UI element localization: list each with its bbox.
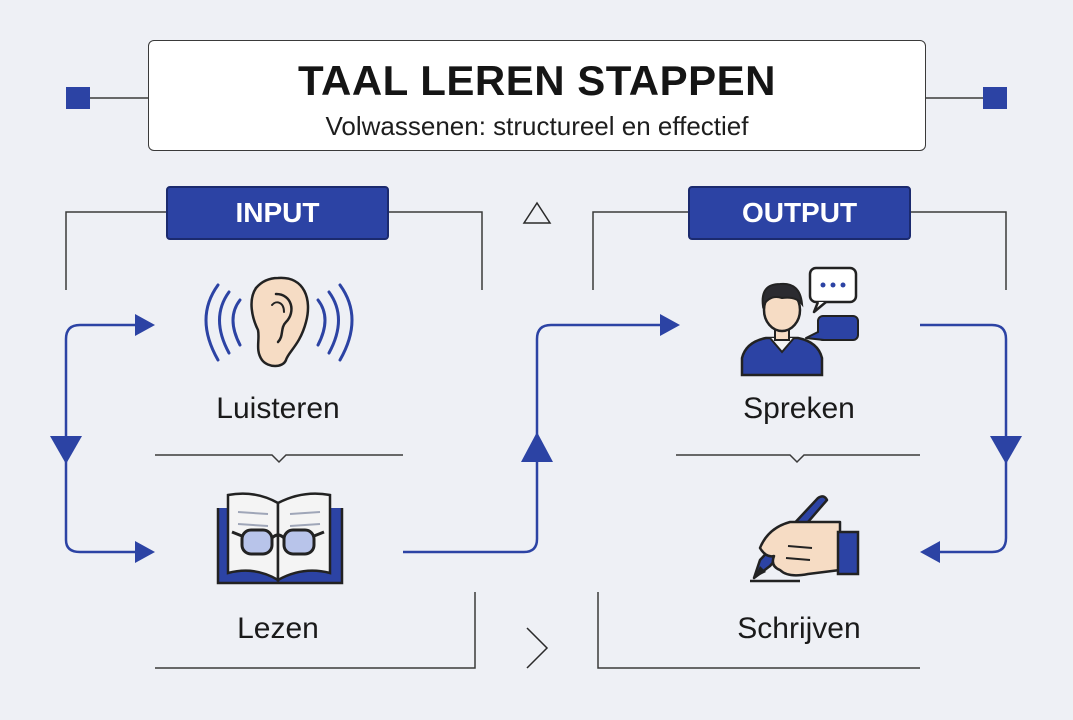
triangle-marker-icon	[522, 201, 552, 224]
ear-icon	[204, 276, 354, 368]
page-title: TAAL LEREN STAPPEN	[297, 57, 777, 104]
skill-label-speaking: Spreken	[743, 392, 855, 425]
input-bracket	[65, 211, 483, 669]
chevron-right-icon	[526, 627, 549, 669]
output-tag: OUTPUT	[688, 186, 911, 240]
open-book-glasses-icon	[216, 492, 344, 585]
page-subtitle: Volwassenen: structureel en effectief	[325, 111, 749, 141]
skill-label-reading: Lezen	[237, 612, 319, 645]
left-title-connector	[66, 87, 148, 109]
skill-label-listening: Luisteren	[216, 392, 340, 425]
hand-writing-pen-icon	[750, 495, 860, 583]
right-title-connector	[926, 87, 1007, 109]
title-box: TAAL LEREN STAPPEN Volwassenen: structur…	[148, 40, 926, 151]
input-tag: INPUT	[166, 186, 389, 240]
arrowheads	[50, 314, 1022, 563]
output-bracket	[592, 211, 1007, 669]
speaking-person-icon	[740, 266, 859, 377]
skill-label-writing: Schrijven	[737, 612, 861, 645]
